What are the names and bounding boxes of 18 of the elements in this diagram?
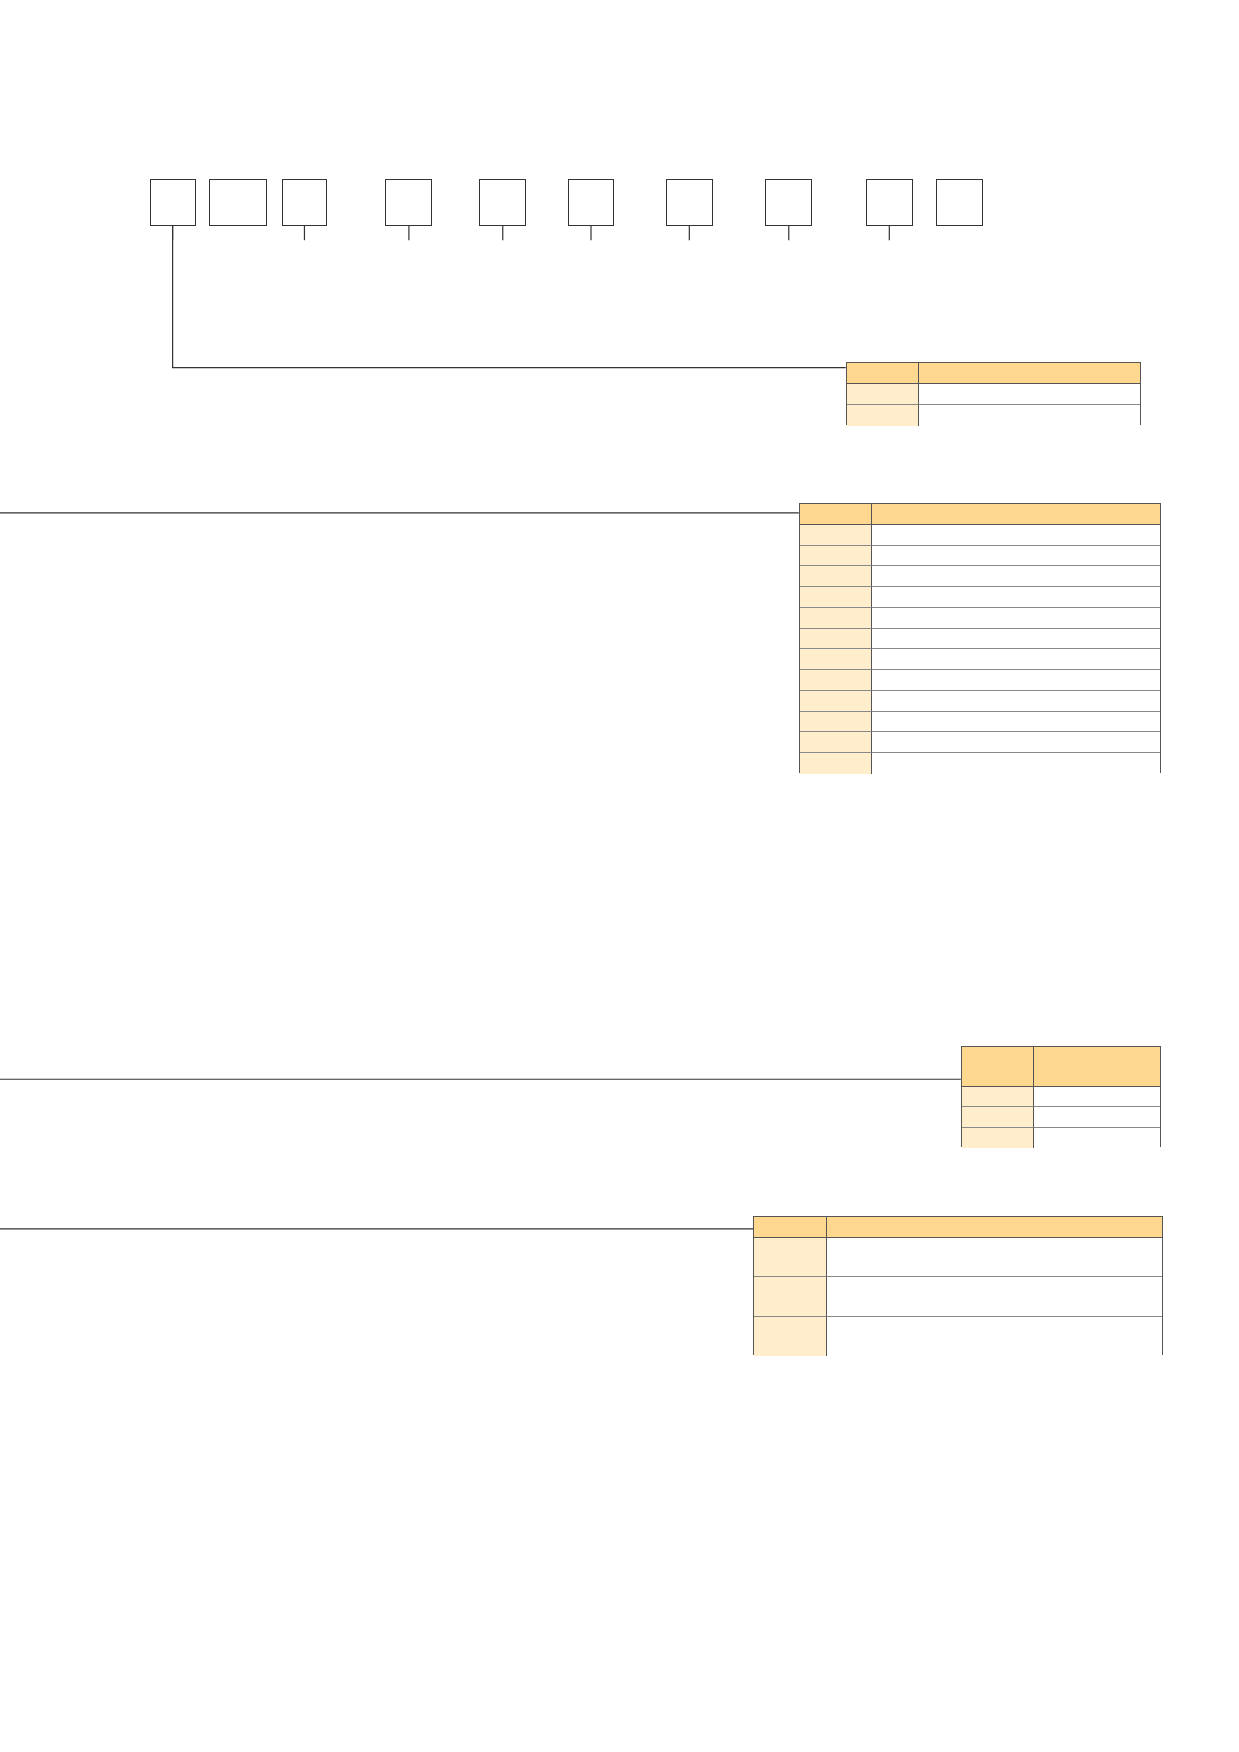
code-box [281, 178, 328, 226]
code-box [567, 178, 615, 226]
leader-line [0, 1228, 754, 1230]
leader-line [0, 1078, 962, 1080]
code-box [765, 178, 813, 226]
code-box [479, 178, 527, 226]
code-box [149, 178, 196, 226]
code-box [936, 178, 984, 226]
option-table [798, 502, 1161, 774]
code-box [385, 178, 433, 226]
code-box [865, 178, 913, 226]
leader-line [172, 225, 847, 369]
option-table [845, 361, 1141, 425]
option-table [753, 1215, 1163, 1356]
leader-line [0, 512, 800, 514]
option-table [960, 1045, 1161, 1148]
code-box [208, 178, 267, 226]
code-box [665, 178, 713, 226]
